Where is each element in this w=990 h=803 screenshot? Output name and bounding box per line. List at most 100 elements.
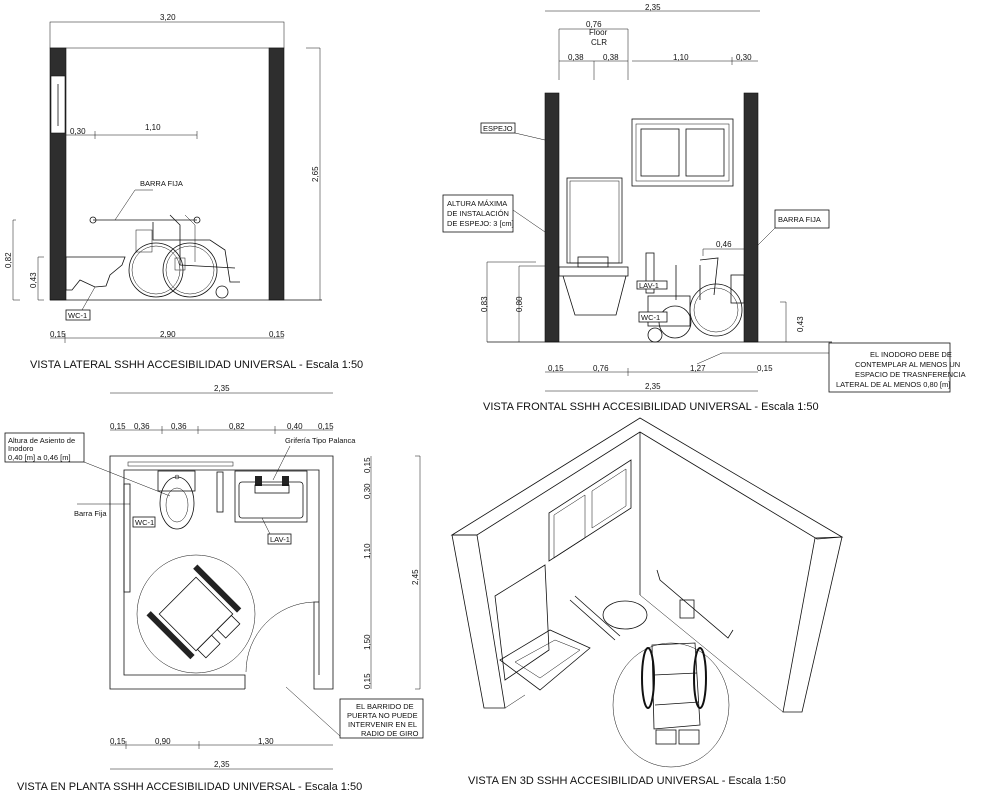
lav-tag <box>267 533 292 545</box>
dispenser <box>679 599 695 619</box>
turning-circle <box>136 554 256 674</box>
altura-line-1: ALTURA MÁXIMA <box>447 199 507 208</box>
height-dim-line <box>306 47 321 300</box>
sink <box>499 629 591 691</box>
transfer-note <box>828 342 951 393</box>
griferia-label: Grifería Tipo Palanca <box>285 436 356 445</box>
isometric-view: VISTA EN 3D SSHH ACCESIBILIDAD UNIVERSAL… <box>450 417 844 787</box>
lav-label: LAV-1 <box>270 535 290 544</box>
lateral-view: 3,20 0,30 1,10 2,65 0,82 0,43 BARRA FIJA… <box>4 13 363 371</box>
turning-circle <box>612 642 730 768</box>
espejo-tag <box>480 122 516 134</box>
dim-top: 2,35 <box>645 3 661 12</box>
wc-label: WC-1 <box>135 518 154 527</box>
dim-bottom: 2,35 <box>214 760 230 769</box>
dim-floor: Floor <box>589 28 608 37</box>
note-line-3: ESPACIO DE TRASNFERENCIA <box>855 370 966 379</box>
fold-bar <box>569 595 621 641</box>
toilet-icon <box>157 470 196 530</box>
dim-height: 2,45 <box>411 569 420 585</box>
door-sweep-note <box>339 698 424 739</box>
lav-label: LAV-1 <box>639 281 659 290</box>
altura-espejo-note <box>442 194 514 233</box>
wheelchair-icon <box>128 214 240 299</box>
frontal-view: 2,35 0,76 Floor CLR 0,38 0,38 1,10 0,30 … <box>442 3 966 413</box>
wc-label: WC-1 <box>68 311 87 320</box>
floor-edge <box>639 594 784 713</box>
wc-tag <box>132 516 156 528</box>
dim-043: 0,43 <box>29 272 38 288</box>
dim-height: 2,65 <box>311 166 320 182</box>
dim-b130: 1,30 <box>258 737 274 746</box>
dim-bottom: 2,35 <box>645 382 661 391</box>
dim-r110: 1,10 <box>363 543 372 559</box>
toilet-side <box>730 274 745 304</box>
wall-tops <box>450 417 844 540</box>
planta-title: VISTA EN PLANTA SSHH ACCESIBILIDAD UNIVE… <box>17 781 362 793</box>
fold-bar <box>216 471 224 513</box>
lav-tag <box>636 280 668 290</box>
view3d-title: VISTA EN 3D SSHH ACCESIBILIDAD UNIVERSAL… <box>468 775 786 787</box>
mirror <box>566 177 623 264</box>
note-line-4: RADIO DE GIRO <box>361 729 419 738</box>
dim-b015a: 0,15 <box>50 330 66 339</box>
note-line-2: PUERTA NO PUEDE <box>347 711 418 720</box>
dim-110: 1,10 <box>673 53 689 62</box>
dim-b015b: 0,15 <box>757 364 773 373</box>
right-wall-end <box>782 536 843 713</box>
toilet <box>65 256 126 291</box>
frontal-title: VISTA FRONTAL SSHH ACCESIBILIDAD UNIVERS… <box>483 401 819 413</box>
left-wall <box>544 92 560 343</box>
barra-fija-label: Barra Fija <box>74 509 107 518</box>
wc-tag <box>65 309 91 321</box>
sink-counter <box>558 266 629 277</box>
left-wall-end <box>451 534 506 709</box>
plan-view: 2,35 0,15 0,36 0,36 0,82 0,40 0,15 Altur… <box>4 384 424 793</box>
dim-clr: CLR <box>591 38 607 47</box>
dim-r015a: 0,15 <box>363 457 372 473</box>
note-line-4: LATERAL DE AL MENOS 0,80 [m] <box>836 380 950 389</box>
wheelchair-icon <box>146 564 242 660</box>
grab-bar <box>656 569 734 639</box>
dim-080: 0,80 <box>515 296 524 312</box>
lateral-title: VISTA LATERAL SSHH ACCESIBILIDAD UNIVERS… <box>30 359 363 371</box>
dim-t015b: 0,15 <box>318 422 334 431</box>
lavatory-icon <box>234 470 308 523</box>
note-line-3: INTERVENIR EN EL <box>348 720 417 729</box>
top-grab-bar <box>127 461 234 467</box>
dim-076: 0,76 <box>586 20 602 29</box>
altura-line-3: 0,40 [m] a 0,46 [m] <box>8 453 71 462</box>
dim-r030: 0,30 <box>363 483 372 499</box>
note-line-1: EL BARRIDO DE <box>356 702 414 711</box>
espejo-label: ESPEJO <box>483 124 513 133</box>
dim-r150: 1,50 <box>363 634 372 650</box>
mirror <box>494 564 550 681</box>
dim-t036b: 0,36 <box>171 422 187 431</box>
dim-t040: 0,40 <box>287 422 303 431</box>
dim-b015: 0,15 <box>110 737 126 746</box>
barra-fija-label: BARRA FIJA <box>778 215 821 224</box>
note-line-2: CONTEMPLAR AL MENOS UN <box>855 360 960 369</box>
wheelchair-icon <box>645 252 743 343</box>
sink-basin <box>562 275 627 316</box>
dim-b090: 0,90 <box>155 737 171 746</box>
altura-line-3: DE ESPEJO: 3 [cm] <box>447 219 514 228</box>
dim-b076: 0,76 <box>593 364 609 373</box>
wheelchair-icon <box>641 642 707 745</box>
toilet <box>602 600 648 630</box>
altura-line-2: DE INSTALACIÓN <box>447 209 509 218</box>
dim-width: 3,20 <box>160 13 176 22</box>
altura-line-1: Altura de Asiento de <box>8 436 75 445</box>
dim-b015a: 0,15 <box>548 364 564 373</box>
right-wall <box>743 92 759 343</box>
dim-038a: 0,38 <box>568 53 584 62</box>
dim-r015b: 0,15 <box>363 673 372 689</box>
dim-t015a: 0,15 <box>110 422 126 431</box>
note-line-1: EL INODORO DEBE DE <box>870 350 952 359</box>
dim-038b: 0,38 <box>603 53 619 62</box>
dim-043: 0,43 <box>796 316 805 332</box>
dim-046: 0,46 <box>716 240 732 249</box>
ceiling-slab <box>49 21 285 49</box>
